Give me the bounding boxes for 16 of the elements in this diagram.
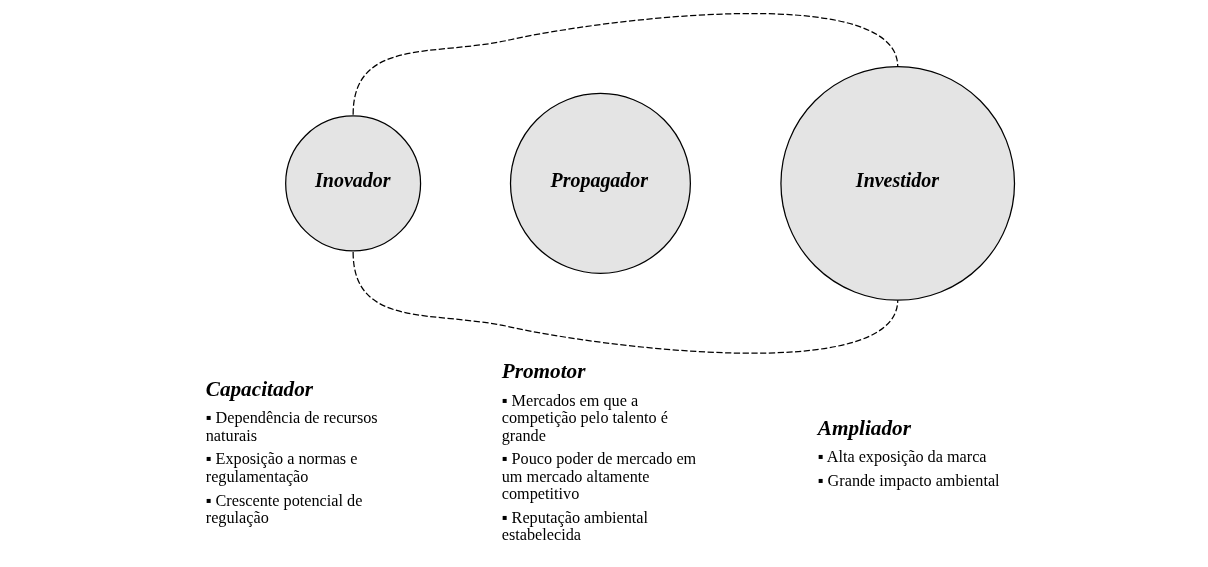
node-circle: Inovador xyxy=(284,115,421,252)
label: ▪ Pouco poder de mercado em um mercado altamente competitivo xyxy=(501,450,696,504)
label: Promotor xyxy=(501,359,585,384)
label: ▪ Reputação ambiental estabelecida xyxy=(501,509,648,545)
node-circle: Propagador xyxy=(509,92,691,274)
node-circle: Investidor xyxy=(779,65,1015,301)
label: ▪ Dependência de recursos naturais xyxy=(205,409,378,445)
label: Ampliador xyxy=(817,415,911,440)
connector xyxy=(352,13,898,116)
connector xyxy=(352,251,898,354)
label: Capacitador xyxy=(205,376,313,401)
label: ▪ Exposição a normas e regulamentação xyxy=(205,450,357,486)
label: ▪ Grande impacto ambiental xyxy=(817,471,1000,490)
label: ▪ Alta exposição da marca xyxy=(817,447,987,466)
label: ▪ Crescente potencial de regulação xyxy=(205,491,362,527)
label: ▪ Mercados em que a competição pelo talento é grande xyxy=(501,391,668,445)
